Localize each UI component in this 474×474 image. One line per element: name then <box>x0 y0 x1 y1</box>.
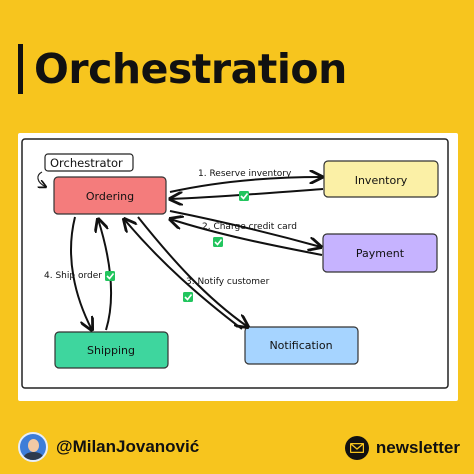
orchestrator-label: Orchestrator <box>50 156 123 170</box>
arrow-charge-credit-card <box>169 210 321 247</box>
newsletter-badge: newsletter <box>344 436 460 460</box>
check-icon <box>239 191 249 201</box>
check-icon <box>105 271 115 281</box>
arrow-payment-response <box>170 219 323 256</box>
arrow-notification-response <box>124 219 243 330</box>
step-ship-order: 4. Ship order <box>44 271 102 281</box>
mail-icon <box>344 436 369 460</box>
diagram-frame <box>21 138 449 389</box>
page-title: Orchestration <box>34 45 347 93</box>
arrow-notify-customer <box>137 216 248 327</box>
orchestrator-label-box <box>44 153 134 172</box>
check-icon <box>213 237 223 247</box>
arrow-ship-order <box>70 216 92 330</box>
avatar <box>18 432 48 462</box>
node-inventory-label: Inventory <box>355 174 408 187</box>
title-accent-bar <box>18 44 23 94</box>
step-notify-customer: 3. Notify customer <box>186 277 270 287</box>
author-handle: @MilanJovanović <box>56 437 200 456</box>
orchestration-diagram: Orchestrator Ordering Inventory Payment … <box>20 137 450 390</box>
node-ordering-label: Ordering <box>86 190 134 203</box>
node-shipping-label: Shipping <box>87 344 135 357</box>
orchestrator-pointer-arrow <box>38 171 46 187</box>
arrow-reserve-inventory <box>169 177 322 193</box>
node-inventory: Inventory <box>323 160 439 198</box>
node-notification-label: Notification <box>269 339 332 352</box>
node-payment: Payment <box>322 233 438 273</box>
check-icon <box>183 292 193 302</box>
newsletter-label: newsletter <box>375 438 460 457</box>
node-shipping: Shipping <box>54 331 169 369</box>
step-charge-credit-card: 2. Charge credit card <box>202 222 297 232</box>
node-notification: Notification <box>244 326 359 365</box>
node-ordering: Ordering <box>53 176 167 215</box>
author-badge: @MilanJovanović <box>18 432 199 462</box>
node-payment-label: Payment <box>356 247 405 260</box>
step-reserve-inventory: 1. Reserve inventory <box>198 169 292 179</box>
